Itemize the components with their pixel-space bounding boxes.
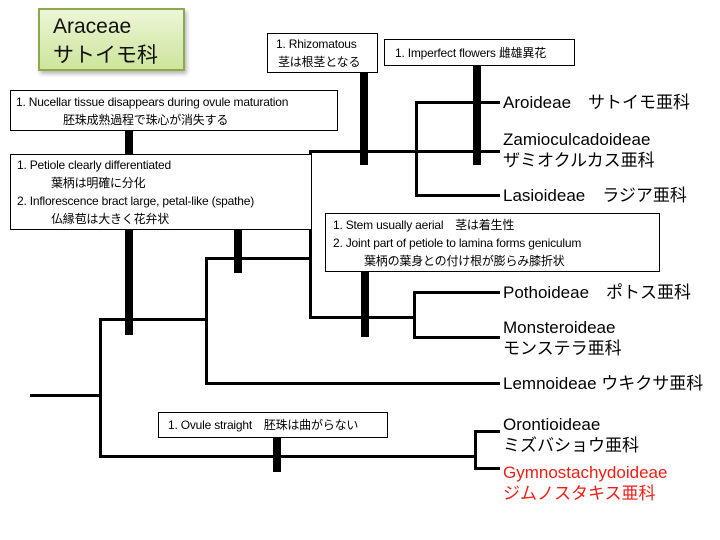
taxon-pothoideae-label-line: Pothoideae ポトス亜科: [503, 283, 692, 302]
taxon-monsteroideae-label-line: Monsteroideae: [503, 318, 616, 337]
nucellar-box-text-line: 胚珠成熟過程で珠心が消失する: [63, 112, 229, 127]
petiole-spathe-box-text-line: 仏縁苞は大きく花弁状: [51, 212, 170, 226]
family-name-latin: Araceae: [53, 15, 132, 38]
taxon-lasioideae-label-line: Lasioideae ラジア亜科: [503, 186, 687, 205]
tree-branch-core-clade-stem: [205, 256, 312, 260]
taxon-zamioculcadoideae: Zamioculcadoideae ザミオクルカス亜科: [503, 129, 655, 171]
tree-branch-pothos-clade-vertical: [412, 291, 416, 339]
taxon-zamioculcadoideae-label-line: Zamioculcadoideae: [503, 130, 651, 149]
petiole-spathe-box-text-line: 1. Petiole clearly differentiated: [17, 158, 171, 172]
petiole-spathe-box-text-line: 葉柄は明確に分化: [51, 176, 146, 190]
taxon-lemnoideae: Lemnoideae ウキクサ亜科: [503, 373, 703, 394]
family-name-japanese: サトイモ科: [53, 44, 158, 67]
tree-branch-root-stem: [30, 393, 101, 397]
tree-branch-orontioideae-branch: [474, 429, 500, 433]
taxon-orontioideae: Orontioideae ミズバショウ亜科: [503, 414, 639, 456]
taxon-zamioculcadoideae-label-line: ザミオクルカス亜科: [503, 151, 655, 170]
character-nucellar-marker: [125, 130, 133, 335]
imperfect-flowers-box-text-line: 1. Imperfect flowers 雌雄異花: [395, 45, 547, 60]
taxon-gymnostachydoideae: Gymnostachydoideae ジムノスタキス亜科: [503, 462, 667, 504]
taxon-gymnostachydoideae-label-line: ジムノスタキス亜科: [503, 484, 656, 503]
character-ovule-straight-marker: [273, 437, 281, 472]
nucellar-box: 1. Nucellar tissue disappears during ovu…: [10, 90, 338, 131]
tree-branch-monsteroideae-branch: [413, 335, 500, 339]
taxon-orontioideae-label-line: Orontioideae: [503, 415, 601, 434]
rhizomatous-box: 1. Rhizomatous 茎は根茎となる: [267, 33, 378, 73]
character-petiole-marker: [234, 229, 242, 273]
stem-aerial-box-text-line: 1. Stem usually aerial 茎は着生性: [333, 217, 515, 232]
tree-branch-pothoideae-branch: [413, 290, 500, 294]
character-stem-aerial-marker: [361, 271, 369, 337]
petiole-spathe-box-text-line: 2. Inflorescence bract large, petal-like…: [17, 194, 254, 208]
tree-branch-zamioculcadoideae-branch: [309, 149, 500, 153]
ovule-straight-box: 1. Ovule straight 胚珠は曲がらない: [158, 412, 388, 438]
rhizomatous-box-text-line: 1. Rhizomatous: [276, 37, 357, 51]
tree-branch-main-vertical: [98, 318, 102, 458]
family-title-box: Araceae サトイモ科: [38, 8, 185, 71]
tree-branch-aroideae-clade-vertical: [414, 101, 418, 197]
taxon-gymnostachydoideae-label-line: Gymnostachydoideae: [503, 463, 668, 482]
rhizomatous-box-text-line: 茎は根茎となる: [278, 55, 361, 69]
petiole-spathe-box: 1. Petiole clearly differentiated 葉柄は明確に分…: [10, 154, 312, 230]
nucellar-box-text-line: 1. Nucellar tissue disappears during ovu…: [16, 94, 289, 109]
imperfect-flowers-box: 1. Imperfect flowers 雌雄異花: [384, 39, 575, 66]
taxon-orontioideae-label-line: ミズバショウ亜科: [503, 436, 639, 455]
taxon-lasioideae: Lasioideae ラジア亜科: [503, 185, 687, 206]
taxon-pothoideae: Pothoideae ポトス亜科: [503, 282, 691, 303]
character-imperfect-flowers-marker: [473, 65, 481, 165]
tree-branch-basal-clade-stem: [99, 454, 477, 458]
tree-branch-gymnostachydoideae-branch: [474, 466, 500, 470]
taxon-monsteroideae: Monsteroideae モンステラ亜科: [503, 317, 622, 359]
tree-branch-core-clade-vertical: [308, 150, 312, 319]
ovule-straight-box-text-line: 1. Ovule straight 胚珠は曲がらない: [168, 418, 359, 432]
stem-aerial-box-text-line: 2. Joint part of petiole to lamina forms…: [333, 235, 582, 250]
tree-branch-aroideae-branch: [415, 100, 500, 104]
taxon-aroideae-label-line: Aroideae サトイモ亜科: [503, 93, 691, 112]
taxon-aroideae: Aroideae サトイモ亜科: [503, 92, 690, 113]
taxon-monsteroideae-label-line: モンステラ亜科: [503, 339, 622, 358]
stem-aerial-box: 1. Stem usually aerial 茎は着生性 2. Joint par…: [325, 213, 660, 272]
tree-branch-basal-clade-vertical: [473, 430, 477, 470]
tree-branch-lasioideae-branch: [415, 193, 500, 197]
tree-branch-upper-clade-vertical: [204, 257, 208, 385]
tree-branch-upper-clade-stem: [99, 317, 208, 321]
character-rhizomatous-marker: [360, 72, 368, 165]
tree-branch-lemnoideae-branch: [205, 381, 500, 385]
stem-aerial-box-text-line: 葉柄の葉身との付け根が膨らみ膝折状: [364, 253, 565, 268]
taxon-lemnoideae-label-line: Lemnoideae ウキクサ亜科: [503, 374, 704, 393]
